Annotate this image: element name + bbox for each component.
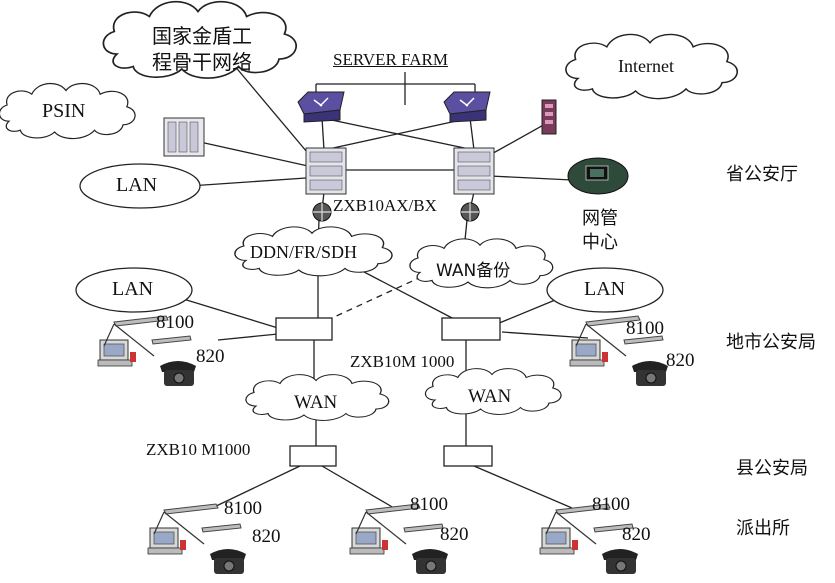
core-switches <box>305 147 495 195</box>
county-switch-model-label: ZXB10 M1000 <box>146 440 251 459</box>
device-820-label-city-left: 820 <box>196 346 225 367</box>
server-farm-switches <box>297 91 491 123</box>
device-8100-label-station-2: 8100 <box>410 494 448 515</box>
tier-station-label: 派出所 <box>736 518 790 539</box>
cloud-lan-left <box>75 267 193 313</box>
cloud-ddn-label: DDN/FR/SDH <box>250 242 358 262</box>
tier-county-label: 县公安局 <box>736 458 808 479</box>
device-8100-label-city-right: 8100 <box>626 318 664 339</box>
cloud-lan-right-label: LAN <box>584 278 626 300</box>
server-farm-label: SERVER FARM <box>333 50 448 69</box>
device-820-label-city-right: 820 <box>666 350 695 371</box>
cloud-wan-backup-label: WAN备份 <box>436 261 511 281</box>
cloud-gjjd-label-line2: 程骨干网络 <box>152 50 252 74</box>
device-8100-label-city-left: 8100 <box>156 312 194 333</box>
core-switch-model-label: ZXB10AX/BX <box>333 196 437 215</box>
cloud-psin-label: PSIN <box>42 100 86 122</box>
cloud-wan-right-label: WAN <box>468 386 512 407</box>
nms-label-line2: 中心 <box>582 232 618 253</box>
tier-city-label: 地市公安局 <box>726 332 816 353</box>
device-8100-label-station-1: 8100 <box>224 498 262 519</box>
cloud-lan-top <box>79 163 201 209</box>
cloud-internet-label: Internet <box>618 56 674 76</box>
cloud-lan-right <box>546 267 664 313</box>
cloud-lan-top-label: LAN <box>116 174 158 196</box>
firewall-icon <box>541 99 557 135</box>
county-switch-left <box>289 445 337 467</box>
nms-label-line1: 网管 <box>582 208 618 229</box>
cloud-wan-left-label: WAN <box>294 392 338 413</box>
nms-globe-icon <box>567 157 629 195</box>
core-switch-right <box>453 147 495 195</box>
city-switch-right <box>441 317 501 341</box>
server-switch-left <box>297 91 345 123</box>
server-switch-right <box>443 91 491 123</box>
device-820-label-station-1: 820 <box>252 526 281 547</box>
county-switch-right <box>443 445 493 467</box>
core-switch-left <box>305 147 347 195</box>
device-820-label-station-3: 820 <box>622 524 651 545</box>
tier-province-label: 省公安厅 <box>726 164 798 185</box>
device-820-label-station-2: 820 <box>440 524 469 545</box>
device-8100-label-station-3: 8100 <box>592 494 630 515</box>
psin-device-icon <box>163 117 205 157</box>
city-switch-left <box>275 317 333 341</box>
router-right-icon <box>460 202 480 222</box>
city-switch-model-label: ZXB10M 1000 <box>350 352 455 371</box>
clouds <box>0 0 739 422</box>
routers <box>312 202 480 222</box>
cloud-lan-left-label: LAN <box>112 278 154 300</box>
router-left-icon <box>312 202 332 222</box>
cloud-gjjd-label-line1: 国家金盾工 <box>152 24 252 48</box>
